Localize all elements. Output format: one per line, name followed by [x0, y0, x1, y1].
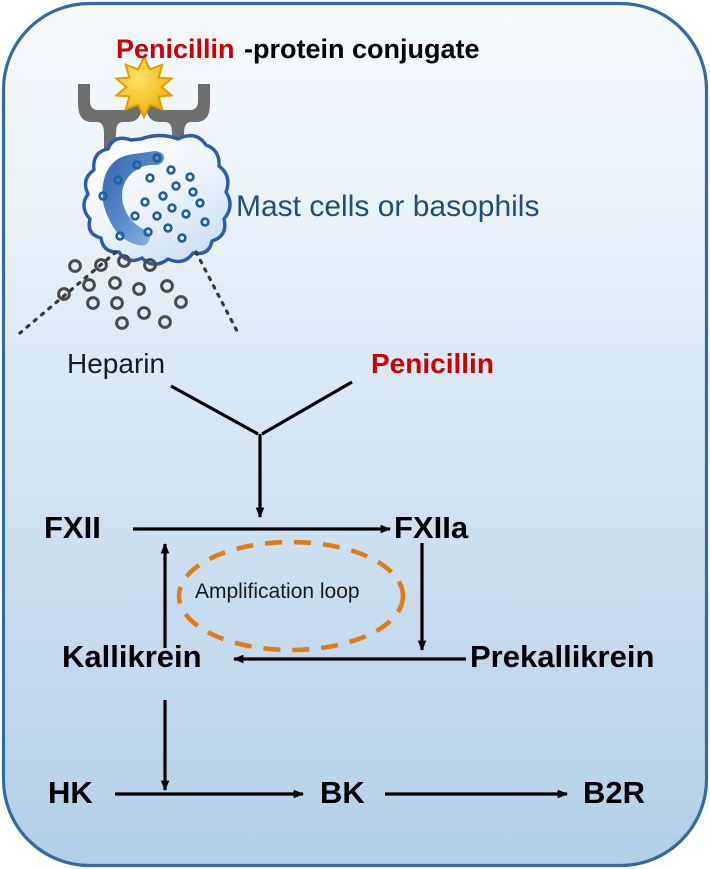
cell-type-label: Mast cells or basophils [236, 190, 540, 223]
node-hk-label: HK [48, 775, 93, 810]
node-kallikrein-label: Kallikrein [62, 639, 202, 674]
amplification-loop-ellipse [176, 539, 406, 653]
amplification-loop-label: Amplification loop [195, 580, 360, 603]
degranulation-spray-icon [18, 250, 240, 335]
mediator-heparin-label: Heparin [67, 348, 166, 379]
node-bk-label: BK [320, 775, 365, 810]
mast-cell-icon [82, 133, 232, 266]
mediator-penicillin-label: Penicillin [371, 348, 494, 379]
node-fxii-label: FXII [44, 510, 101, 545]
node-fxiia-label: FXIIa [394, 510, 469, 545]
node-b2r-label: B2R [583, 775, 646, 810]
title-drug: Penicillin [116, 34, 235, 64]
title-rest: -protein conjugate [244, 34, 480, 64]
starburst-antigen-icon [113, 54, 175, 120]
cell-nucleus-icon [102, 151, 164, 246]
node-prekallikrein-label: Prekallikrein [470, 639, 655, 674]
granule-icon-group [98, 153, 210, 243]
converging-arrow [170, 380, 353, 519]
